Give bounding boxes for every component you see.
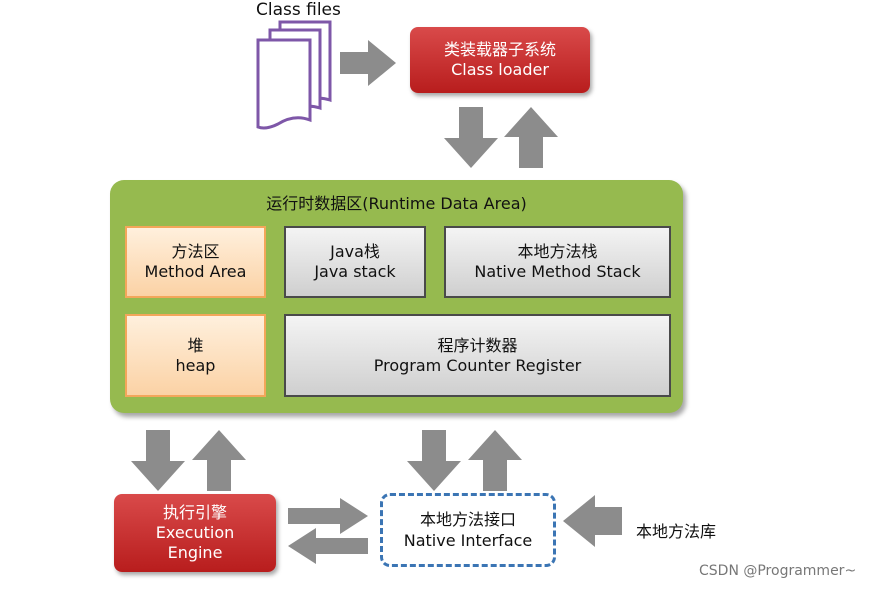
- native-method-stack-en: Native Method Stack: [474, 262, 641, 281]
- runtime-data-area-title: 运行时数据区(Runtime Data Area): [266, 194, 527, 213]
- java-stack-cn: Java栈: [330, 242, 380, 261]
- pc-register-en: Program Counter Register: [373, 355, 582, 375]
- method-area-box: 方法区 Method Area: [125, 226, 266, 298]
- method-area-en: Method Area: [144, 262, 247, 281]
- class-loader-en: Class loader: [451, 60, 549, 79]
- native-method-stack-cn: 本地方法栈: [517, 242, 598, 261]
- arrow-right-files-to-loader: [340, 40, 396, 86]
- pc-register-box: 程序计数器 Program Counter Register: [284, 314, 671, 397]
- java-stack-box: Java栈 Java stack: [284, 226, 426, 298]
- pc-register-cn: 程序计数器: [437, 335, 518, 355]
- execution-engine-en2: Engine: [167, 543, 223, 562]
- method-area-cn: 方法区: [171, 242, 220, 261]
- heap-cn: 堆: [187, 335, 204, 355]
- native-interface-box: 本地方法接口 Native Interface: [380, 493, 556, 567]
- arrow-down-area-to-interface: [407, 430, 461, 491]
- csdn-watermark: CSDN @Programmer~: [699, 563, 857, 579]
- native-method-stack-box: 本地方法栈 Native Method Stack: [444, 226, 671, 298]
- arrow-down-area-to-engine: [131, 430, 185, 491]
- arrow-up-engine-to-area: [192, 430, 246, 491]
- arrow-right-engine-to-interface: [288, 498, 368, 534]
- heap-box: 堆 heap: [125, 314, 266, 397]
- native-interface-en: Native Interface: [403, 531, 533, 550]
- arrow-up-area-to-loader: [504, 107, 558, 168]
- heap-en: heap: [175, 355, 216, 375]
- class-files-icon: [256, 20, 332, 130]
- execution-engine-box: 执行引擎 Execution Engine: [114, 494, 276, 572]
- arrow-up-interface-to-area: [468, 430, 522, 491]
- class-files-label: Class files: [256, 0, 341, 20]
- native-interface-cn: 本地方法接口: [419, 510, 516, 529]
- class-loader-cn: 类装载器子系统: [443, 40, 556, 59]
- arrow-left-library-to-interface: [563, 495, 622, 547]
- java-stack-en: Java stack: [314, 262, 396, 281]
- native-library-label: 本地方法库: [636, 522, 717, 541]
- execution-engine-en1: Execution: [155, 523, 235, 542]
- arrow-left-interface-to-engine: [288, 528, 368, 564]
- arrow-down-loader-to-area: [444, 107, 498, 168]
- execution-engine-cn: 执行引擎: [162, 503, 227, 522]
- class-loader-box: 类装载器子系统 Class loader: [410, 27, 590, 93]
